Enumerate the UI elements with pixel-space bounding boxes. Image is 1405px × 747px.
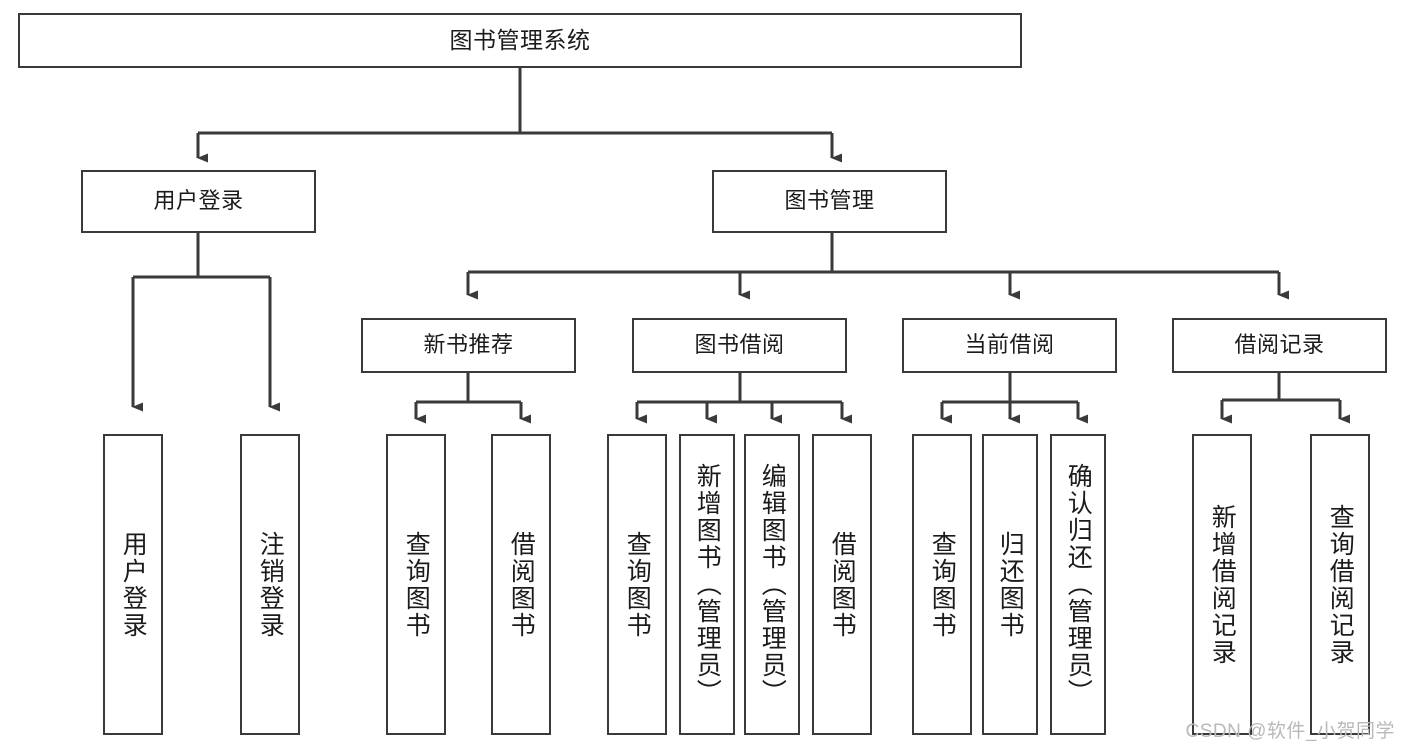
node-label: 图书管理 xyxy=(784,188,875,214)
node-current-borrow[interactable]: 当前借阅 xyxy=(902,318,1117,373)
node-user-login[interactable]: 用户登录 xyxy=(81,170,316,233)
node-label: 归还图书 xyxy=(996,530,1025,639)
node-label: 图书管理系统 xyxy=(449,27,591,54)
node-label: 图书借阅 xyxy=(694,332,785,358)
node-label: 新增借阅记录 xyxy=(1208,503,1237,666)
node-label: 查询图书 xyxy=(623,530,652,639)
leaf-query-book-new[interactable]: 查询图书 xyxy=(386,434,446,735)
node-label: 用户登录 xyxy=(119,530,148,639)
leaf-borrow-book-borrow[interactable]: 借阅图书 xyxy=(812,434,872,735)
node-label: 查询图书 xyxy=(402,530,431,639)
leaf-user-login[interactable]: 用户登录 xyxy=(103,434,163,735)
leaf-add-book-admin[interactable]: 新增图书（管理员） xyxy=(679,434,735,735)
node-borrow-record[interactable]: 借阅记录 xyxy=(1172,318,1387,373)
node-label: 查询图书 xyxy=(928,530,957,639)
node-book-management[interactable]: 图书管理 xyxy=(712,170,947,233)
node-label: 新书推荐 xyxy=(423,332,514,358)
node-book-management-system[interactable]: 图书管理系统 xyxy=(18,13,1022,68)
node-label: 借阅图书 xyxy=(828,530,857,639)
node-label: 新增图书（管理员） xyxy=(693,463,722,706)
node-label: 编辑图书（管理员） xyxy=(758,463,787,706)
watermark-text: CSDN @软件_小贺同学 xyxy=(1185,721,1395,742)
leaf-logout-login[interactable]: 注销登录 xyxy=(240,434,300,735)
leaf-confirm-return-admin[interactable]: 确认归还（管理员） xyxy=(1050,434,1106,735)
node-new-book-recommend[interactable]: 新书推荐 xyxy=(361,318,576,373)
leaf-query-book-current[interactable]: 查询图书 xyxy=(912,434,972,735)
node-label: 借阅记录 xyxy=(1234,332,1325,358)
leaf-edit-book-admin[interactable]: 编辑图书（管理员） xyxy=(744,434,800,735)
leaf-add-borrow-record[interactable]: 新增借阅记录 xyxy=(1192,434,1252,735)
node-label: 借阅图书 xyxy=(507,530,536,639)
node-label: 当前借阅 xyxy=(964,332,1055,358)
node-book-borrow[interactable]: 图书借阅 xyxy=(632,318,847,373)
leaf-query-book-borrow[interactable]: 查询图书 xyxy=(607,434,667,735)
leaf-query-borrow-record[interactable]: 查询借阅记录 xyxy=(1310,434,1370,735)
node-label: 查询借阅记录 xyxy=(1326,503,1355,666)
node-label: 确认归还（管理员） xyxy=(1064,463,1093,706)
leaf-borrow-book-new[interactable]: 借阅图书 xyxy=(491,434,551,735)
leaf-return-book[interactable]: 归还图书 xyxy=(982,434,1038,735)
node-label: 用户登录 xyxy=(153,188,244,214)
node-label: 注销登录 xyxy=(256,530,285,639)
